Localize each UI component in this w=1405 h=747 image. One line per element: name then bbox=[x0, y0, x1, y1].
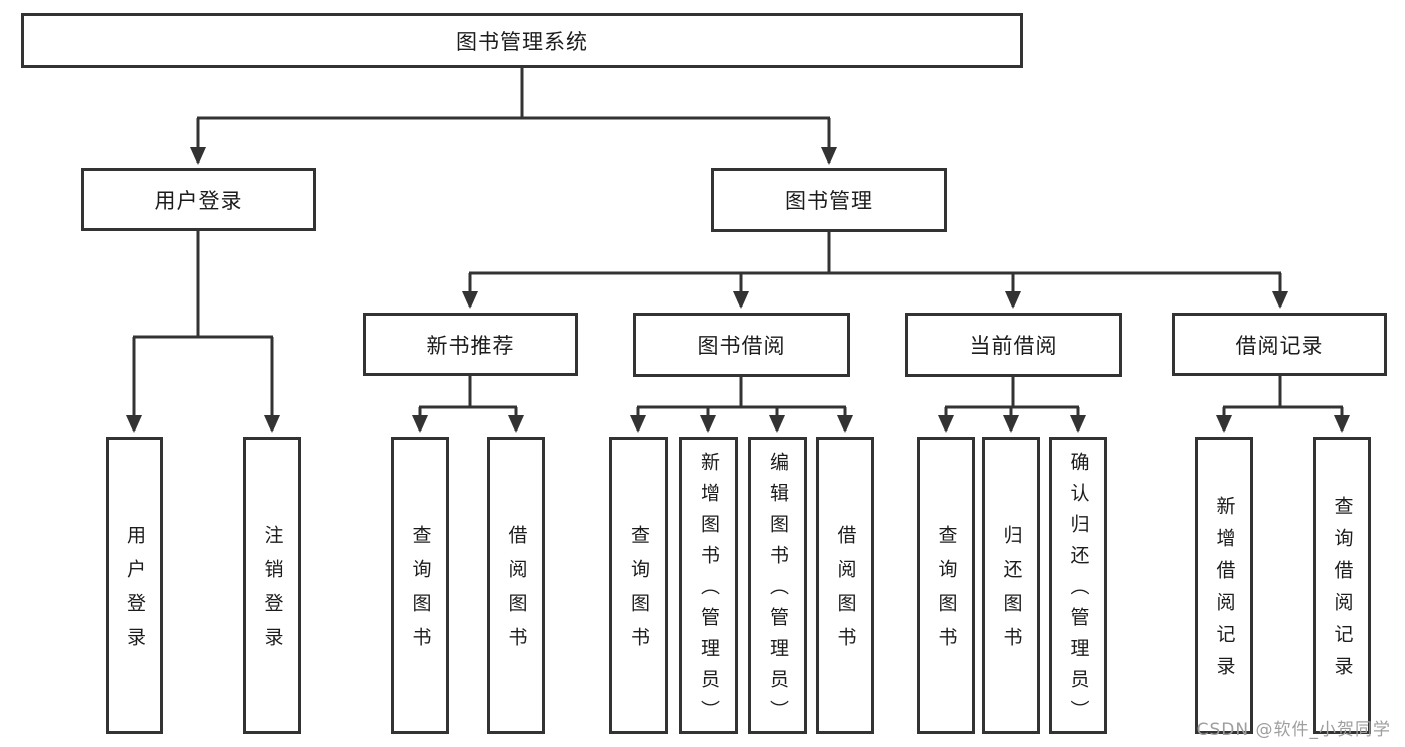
node-label: 确认归还（管理员） bbox=[1067, 452, 1090, 731]
node-book-management: 图书管理 bbox=[711, 168, 947, 232]
leaf-add-book-admin: 新增图书（管理员） bbox=[679, 437, 738, 734]
leaf-user-login: 用户登录 bbox=[106, 437, 163, 734]
node-label: 当前借阅 bbox=[969, 334, 1058, 358]
node-label: 用户登录 bbox=[124, 525, 146, 661]
leaf-edit-book-admin: 编辑图书（管理员） bbox=[748, 437, 807, 734]
node-library-management-system: 图书管理系统 bbox=[21, 13, 1023, 68]
leaf-add-borrow-record: 新增借阅记录 bbox=[1195, 437, 1253, 734]
node-book-borrow: 图书借阅 bbox=[633, 313, 850, 377]
connector-book-management-children bbox=[462, 231, 1288, 309]
leaf-query-books-borrow: 查询图书 bbox=[609, 437, 668, 734]
node-label: 编辑图书（管理员） bbox=[767, 452, 789, 731]
node-label: 查询借阅记录 bbox=[1331, 496, 1354, 688]
node-current-borrow: 当前借阅 bbox=[905, 313, 1122, 377]
node-label: 新书推荐 bbox=[426, 333, 515, 358]
node-label: 图书借阅 bbox=[697, 334, 786, 358]
node-label: 借阅记录 bbox=[1235, 333, 1324, 358]
connector-book-borrow-children bbox=[630, 376, 853, 433]
node-label: 图书管理系统 bbox=[456, 29, 588, 54]
leaf-query-books-current: 查询图书 bbox=[917, 437, 975, 734]
node-new-book-recommend: 新书推荐 bbox=[363, 313, 578, 376]
node-borrow-records: 借阅记录 bbox=[1172, 313, 1387, 376]
csdn-watermark: CSDN @软件_小贺同学 bbox=[1196, 720, 1391, 740]
node-label: 查询图书 bbox=[935, 525, 958, 661]
node-label: 图书管理 bbox=[785, 189, 873, 213]
leaf-query-borrow-record: 查询借阅记录 bbox=[1313, 437, 1371, 734]
node-label: 借阅图书 bbox=[505, 525, 528, 661]
node-label: 新增借阅记录 bbox=[1213, 496, 1236, 688]
connector-current-borrow-children bbox=[938, 376, 1086, 433]
node-label: 注销登录 bbox=[261, 525, 284, 661]
connector-borrow-records-children bbox=[1216, 376, 1350, 433]
node-label: 借阅图书 bbox=[834, 525, 857, 661]
leaf-logout: 注销登录 bbox=[243, 437, 301, 734]
node-label: 查询图书 bbox=[409, 525, 432, 661]
leaf-confirm-return-admin: 确认归还（管理员） bbox=[1049, 437, 1107, 734]
connector-user-login-children bbox=[126, 231, 280, 433]
connector-new-book-children bbox=[412, 376, 524, 433]
node-label: 归还图书 bbox=[1000, 525, 1023, 661]
leaf-borrow-books-recommend: 借阅图书 bbox=[487, 437, 545, 734]
node-label: 新增图书（管理员） bbox=[698, 452, 720, 731]
node-user-login: 用户登录 bbox=[81, 168, 316, 231]
leaf-query-books-recommend: 查询图书 bbox=[391, 437, 449, 734]
node-label: 查询图书 bbox=[628, 525, 650, 661]
leaf-borrow-books: 借阅图书 bbox=[816, 437, 874, 734]
leaf-return-book: 归还图书 bbox=[982, 437, 1040, 734]
node-label: 用户登录 bbox=[154, 188, 243, 213]
connector-root-to-level2 bbox=[190, 68, 837, 165]
